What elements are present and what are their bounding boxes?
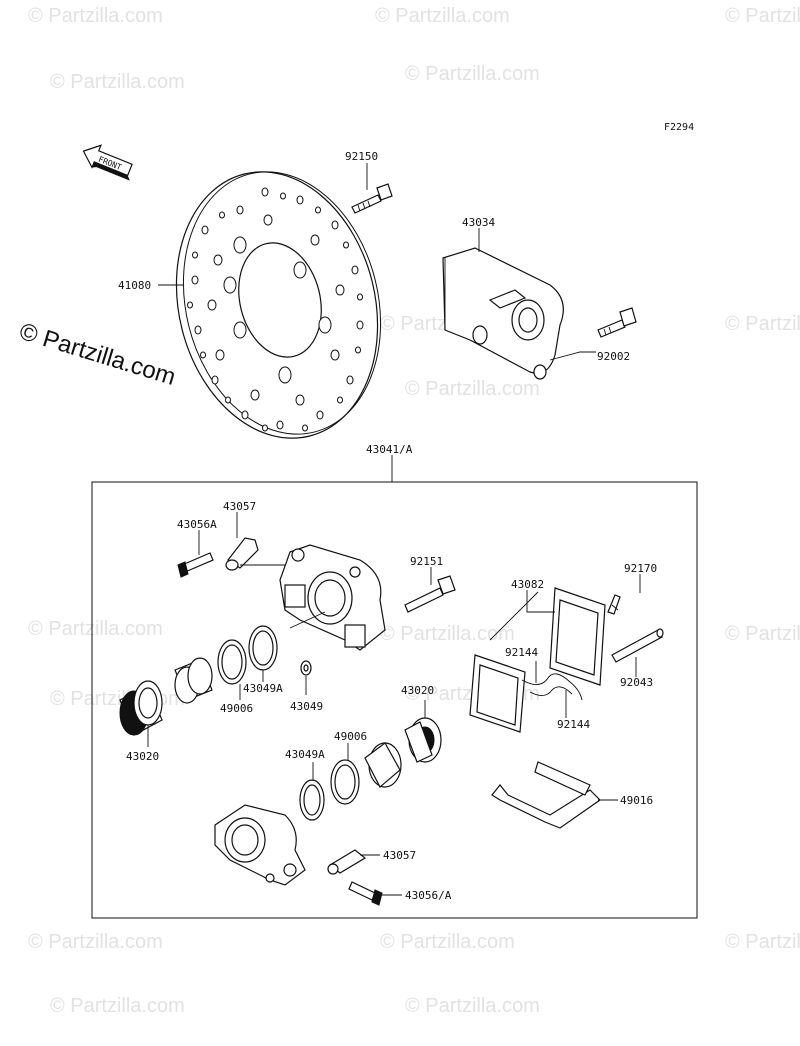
part-number-label[interactable]: 49016	[620, 794, 653, 807]
part-number-label[interactable]: 43082	[511, 578, 544, 591]
part-number-label[interactable]: 43057	[383, 849, 416, 862]
piston-upper-small	[174, 657, 213, 704]
part-number-label[interactable]: 43057	[223, 500, 256, 513]
watermark: © Partzilla.com	[50, 688, 185, 710]
brake-disc	[175, 171, 382, 439]
part-number-label[interactable]: 92002	[597, 350, 630, 363]
part-number-label[interactable]: 92144	[505, 646, 538, 659]
part-number-label[interactable]: 49006	[334, 730, 367, 743]
dust-seal-upper	[217, 639, 247, 685]
watermark: © Partzilla.com	[380, 623, 515, 645]
watermark: © Partzilla.com	[725, 931, 800, 953]
part-number-label[interactable]: 43034	[462, 216, 495, 229]
part-number-label[interactable]: 49006	[220, 702, 253, 715]
caliper-body-inner	[214, 804, 306, 886]
caliper-body-outer	[279, 544, 386, 651]
part-number-label[interactable]: 43056A	[177, 518, 217, 531]
part-number-label[interactable]: 43020	[126, 750, 159, 763]
part-number-label[interactable]: 43041/A	[366, 443, 413, 456]
watermark: © Partzilla.com	[405, 378, 540, 400]
part-labels: 92150 41080 43034 92002 43041/A 43057 43…	[118, 150, 657, 902]
watermark: © Partzilla.com	[725, 5, 800, 27]
watermark: © Partzilla.com	[380, 931, 515, 953]
watermark: © Partzilla.com	[28, 618, 163, 640]
copyright-text: © Partzilla.com	[16, 318, 179, 391]
cotter-pin	[607, 594, 621, 615]
watermark: © Partzilla.com	[375, 5, 510, 27]
pad-spring	[521, 673, 583, 701]
part-number-label[interactable]: 92043	[620, 676, 653, 689]
part-number-label[interactable]: 92170	[624, 562, 657, 575]
piston-lower	[364, 717, 442, 788]
watermark: © Partzilla.com	[725, 623, 800, 645]
watermark: © Partzilla.com	[50, 71, 185, 93]
dust-seal-lower	[330, 759, 360, 805]
part-number-label[interactable]: 41080	[118, 279, 151, 292]
washer	[300, 660, 312, 676]
part-number-label[interactable]: 43049A	[243, 682, 283, 695]
caliper-pin-bolt	[404, 575, 456, 613]
watermark-layer: © Partzilla.com © Partzilla.com © Partzi…	[28, 5, 800, 1017]
caliper-bracket	[442, 247, 564, 380]
watermark: © Partzilla.com	[725, 313, 800, 335]
watermark: © Partzilla.com	[28, 931, 163, 953]
bleeder-cap	[225, 537, 259, 571]
part-number-label[interactable]: 43056/A	[405, 889, 452, 902]
part-number-label[interactable]: 92144	[557, 718, 590, 731]
part-number-label[interactable]: 43049	[290, 700, 323, 713]
watermark: © Partzilla.com	[405, 995, 540, 1017]
front-arrow-icon: FRONT	[82, 144, 133, 181]
disc-bolt	[351, 183, 393, 214]
part-number-label[interactable]: 43049A	[285, 748, 325, 761]
brake-pads	[469, 587, 606, 733]
pad-pin	[611, 628, 664, 663]
bracket-bolt	[597, 307, 637, 338]
watermark: © Partzilla.com	[50, 995, 185, 1017]
piston-seal-lower	[299, 779, 325, 821]
bleeder-cap-lower	[327, 849, 367, 875]
anti-rattle-spring	[491, 761, 601, 829]
piston-seal-upper	[248, 625, 278, 671]
leader-lines	[147, 163, 641, 896]
bleed-valve	[177, 552, 214, 578]
watermark: © Partzilla.com	[405, 63, 540, 85]
part-number-label[interactable]: 92150	[345, 150, 378, 163]
assembly-frame	[91, 481, 698, 919]
part-number-label[interactable]: 43020	[401, 684, 434, 697]
part-number-label[interactable]: 92151	[410, 555, 443, 568]
watermark: © Partzilla.com	[28, 5, 163, 27]
bleed-valve-lower	[348, 881, 383, 906]
figure-code: F2294	[664, 122, 694, 133]
piston-upper	[119, 680, 163, 736]
